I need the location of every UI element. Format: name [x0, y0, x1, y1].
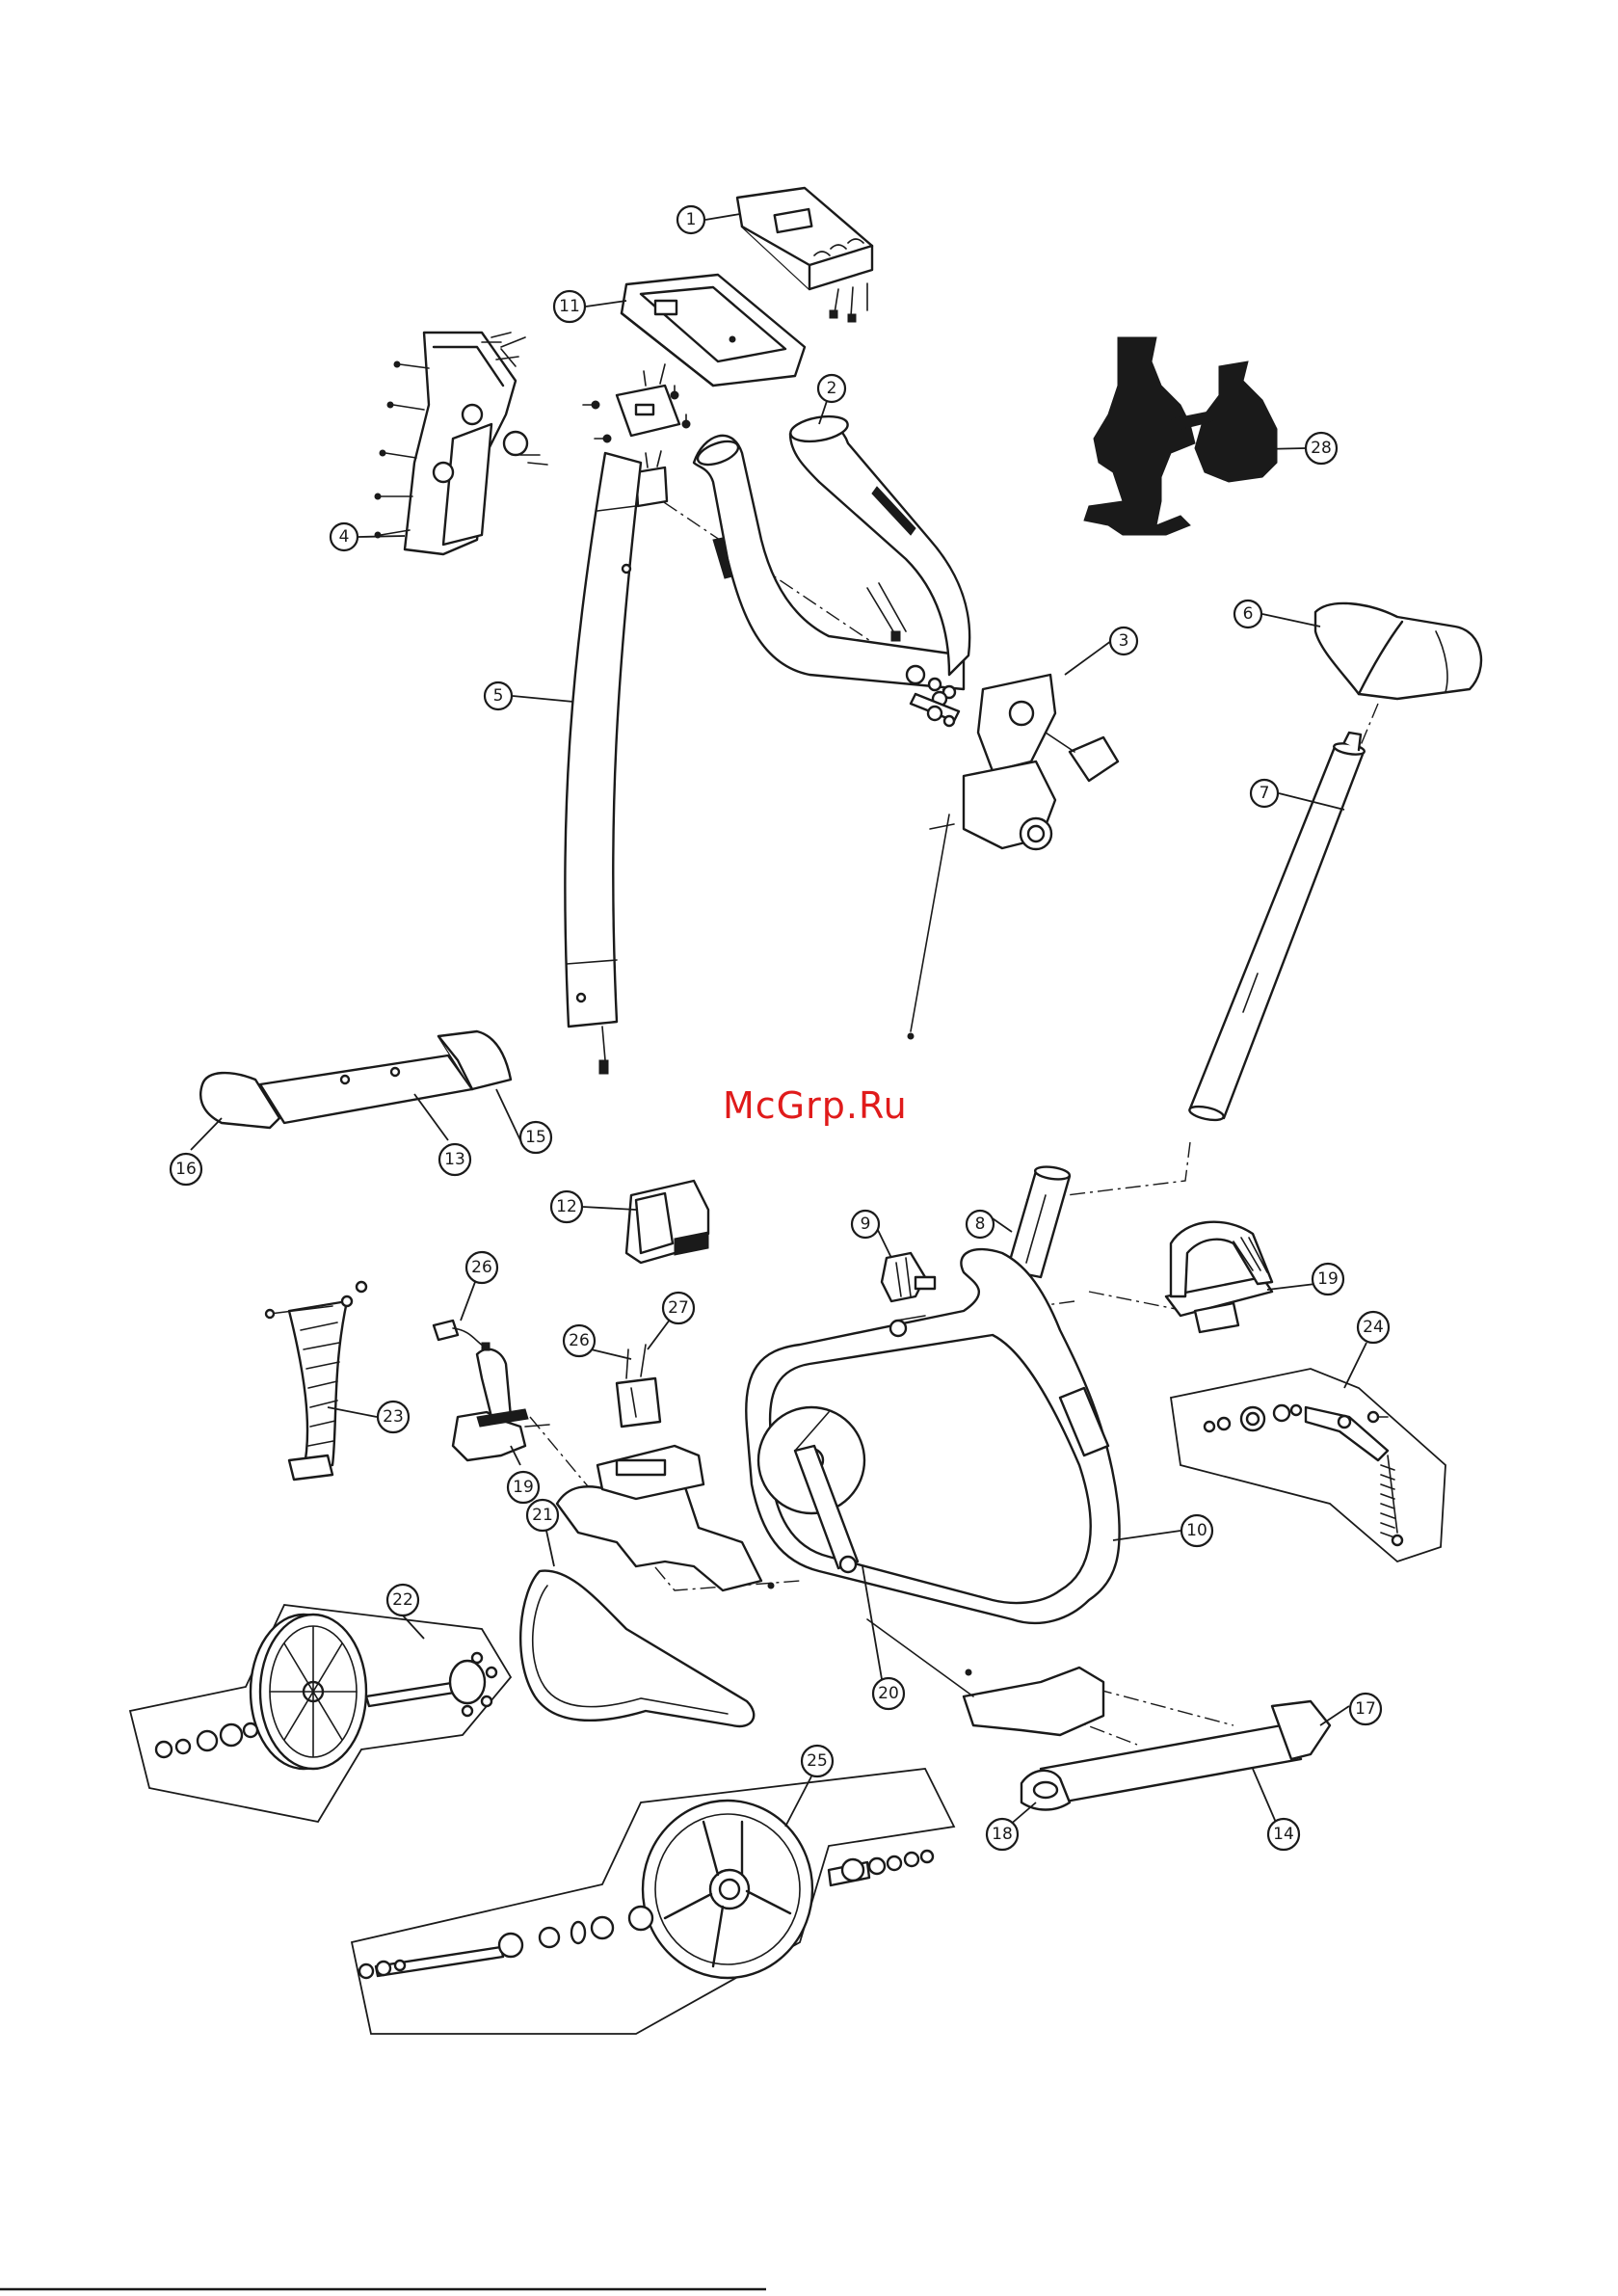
svg-text:24: 24 [1363, 1318, 1384, 1337]
svg-text:8: 8 [975, 1215, 986, 1234]
svg-text:25: 25 [807, 1751, 828, 1771]
watermark-text: McGrp.Ru [723, 1084, 908, 1127]
handlebar [694, 413, 969, 689]
svg-text:15: 15 [525, 1128, 546, 1147]
pedal-right [1166, 1222, 1272, 1332]
callout-25: 25 [802, 1746, 833, 1776]
pedal-left [453, 1349, 549, 1460]
svg-text:3: 3 [1119, 631, 1129, 651]
callout-13: 13 [439, 1144, 470, 1175]
callout-4: 4 [331, 523, 358, 550]
flywheel-panel [352, 1769, 954, 2034]
callout-6: 6 [1234, 601, 1261, 627]
callout-23: 23 [378, 1402, 409, 1432]
callout-16: 16 [171, 1154, 201, 1185]
svg-text:12: 12 [556, 1197, 577, 1216]
svg-text:18: 18 [992, 1825, 1013, 1844]
svg-text:10: 10 [1186, 1521, 1207, 1540]
callout-11: 11 [554, 291, 585, 322]
svg-text:1: 1 [686, 210, 697, 229]
callout-1: 1 [677, 206, 704, 233]
svg-text:22: 22 [392, 1590, 413, 1610]
svg-text:7: 7 [1260, 784, 1270, 803]
callout-27: 27 [663, 1293, 694, 1323]
front-stabilizer [200, 1031, 511, 1128]
svg-text:5: 5 [493, 686, 504, 706]
callout-21: 21 [527, 1500, 558, 1531]
svg-text:26: 26 [569, 1331, 590, 1350]
adjustment-knob [882, 1253, 935, 1301]
handlebar-clamp [907, 666, 1118, 1039]
callout-17: 17 [1350, 1694, 1381, 1724]
console-housing [622, 275, 805, 386]
svg-text:19: 19 [1317, 1269, 1339, 1289]
svg-text:6: 6 [1243, 604, 1254, 624]
callout-5: 5 [485, 682, 512, 709]
callout-28: 28 [1306, 433, 1337, 464]
svg-text:28: 28 [1311, 439, 1332, 458]
main-frame [746, 1249, 1119, 1675]
callout-8: 8 [967, 1211, 994, 1238]
svg-text:13: 13 [444, 1150, 465, 1169]
callout-15: 15 [520, 1122, 551, 1153]
guard-bracket [266, 1282, 366, 1480]
leader-lines [191, 214, 1366, 1831]
callout-18: 18 [987, 1819, 1018, 1850]
svg-text:26: 26 [471, 1258, 492, 1277]
svg-text:19: 19 [513, 1478, 534, 1497]
brand-logo-silhouette [1084, 337, 1277, 535]
svg-text:23: 23 [383, 1407, 404, 1427]
callout-2: 2 [818, 375, 845, 402]
callout-12: 12 [551, 1191, 582, 1222]
callout-14: 14 [1268, 1819, 1299, 1850]
callout-20: 20 [873, 1678, 904, 1709]
svg-text:14: 14 [1273, 1825, 1294, 1844]
rear-cover [626, 1181, 708, 1263]
seat [1315, 603, 1481, 699]
pulley-panel [130, 1605, 511, 1822]
svg-text:16: 16 [175, 1160, 197, 1179]
svg-text:27: 27 [668, 1298, 689, 1318]
sensor-small [434, 1321, 490, 1350]
front-post [565, 453, 641, 1074]
callout-19-right: 19 [1313, 1264, 1343, 1295]
callout-10: 10 [1181, 1515, 1212, 1546]
svg-text:20: 20 [878, 1684, 899, 1703]
callout-9: 9 [852, 1211, 879, 1238]
svg-text:4: 4 [339, 527, 350, 547]
seat-post-sleeve [1007, 1165, 1071, 1277]
callout-24: 24 [1358, 1312, 1389, 1343]
callout-26-top: 26 [466, 1252, 497, 1283]
svg-text:2: 2 [827, 379, 837, 398]
svg-text:11: 11 [559, 297, 580, 316]
drive-belt [520, 1571, 754, 1726]
callout-7: 7 [1251, 780, 1278, 807]
handlebar-cover [375, 333, 547, 554]
callout-26-bottom: 26 [564, 1325, 595, 1356]
console-display [737, 188, 872, 322]
svg-text:21: 21 [532, 1506, 553, 1525]
callout-19-left: 19 [508, 1472, 539, 1503]
callout-3: 3 [1110, 627, 1137, 654]
callout-22: 22 [387, 1585, 418, 1615]
svg-text:9: 9 [861, 1215, 871, 1234]
svg-text:17: 17 [1355, 1699, 1376, 1719]
